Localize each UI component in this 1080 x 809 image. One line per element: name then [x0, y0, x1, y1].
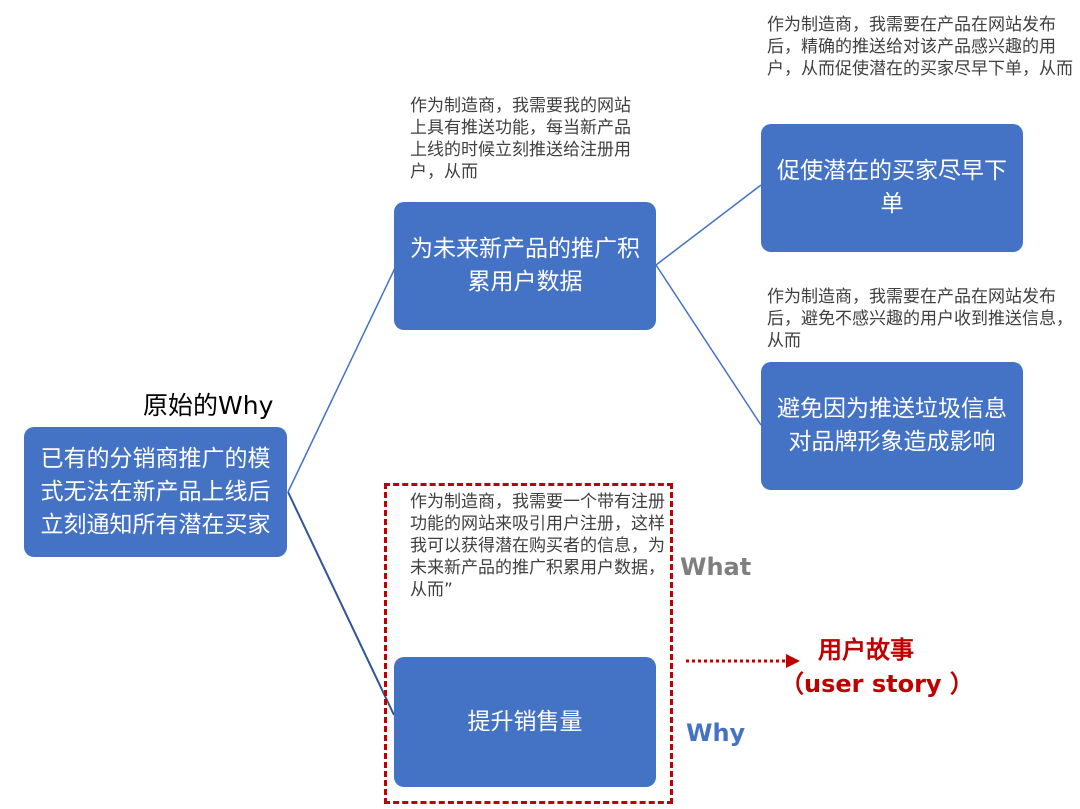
leaf-1-text: 促使潜在的买家尽早下单 [777, 158, 1007, 217]
why-label: Why [686, 719, 746, 747]
arrow-head-icon [786, 654, 800, 668]
leaf-1-box: 促使潜在的买家尽早下单 [761, 124, 1023, 252]
what-label: What [680, 553, 752, 581]
leaf-2-text: 避免因为推送垃圾信息对品牌形象造成影响 [777, 396, 1007, 455]
root-box: 已有的分销商推广的模式无法在新产品上线后立刻通知所有潜在买家 [24, 427, 287, 557]
branch-bottom-text: 提升销售量 [467, 708, 583, 735]
leaf-2-note: 作为制造商，我需要在产品在网站发布后，避免不感兴趣的用户收到推送信息，从而 [767, 287, 1073, 351]
user-story-label: 用户故事 [818, 636, 914, 664]
branch-top-note: 作为制造商，我需要我的网站上具有推送功能，每当新产品上线的时候立刻推送给注册用户… [410, 96, 631, 182]
branch-top-text: 为未来新产品的推广积累用户数据 [410, 236, 640, 295]
branch-bottom-box: 提升销售量 [394, 657, 656, 787]
branch-top-box: 为未来新产品的推广积累用户数据 [394, 202, 656, 330]
user-story-frame [384, 483, 673, 804]
leaf-2-box: 避免因为推送垃圾信息对品牌形象造成影响 [761, 362, 1023, 490]
root-box-text: 已有的分销商推广的模式无法在新产品上线后立刻通知所有潜在买家 [40, 445, 271, 538]
leaf-1-note: 作为制造商，我需要在产品在网站发布后，精确的推送给对该产品感兴趣的用户，从而促使… [767, 15, 1073, 79]
user-story-en-label: （user story ） [780, 670, 974, 698]
branch-bottom-note: 作为制造商，我需要一个带有注册功能的网站来吸引用户注册，这样我可以获得潜在购买者… [410, 492, 665, 600]
root-heading: 原始的Why [143, 391, 274, 420]
